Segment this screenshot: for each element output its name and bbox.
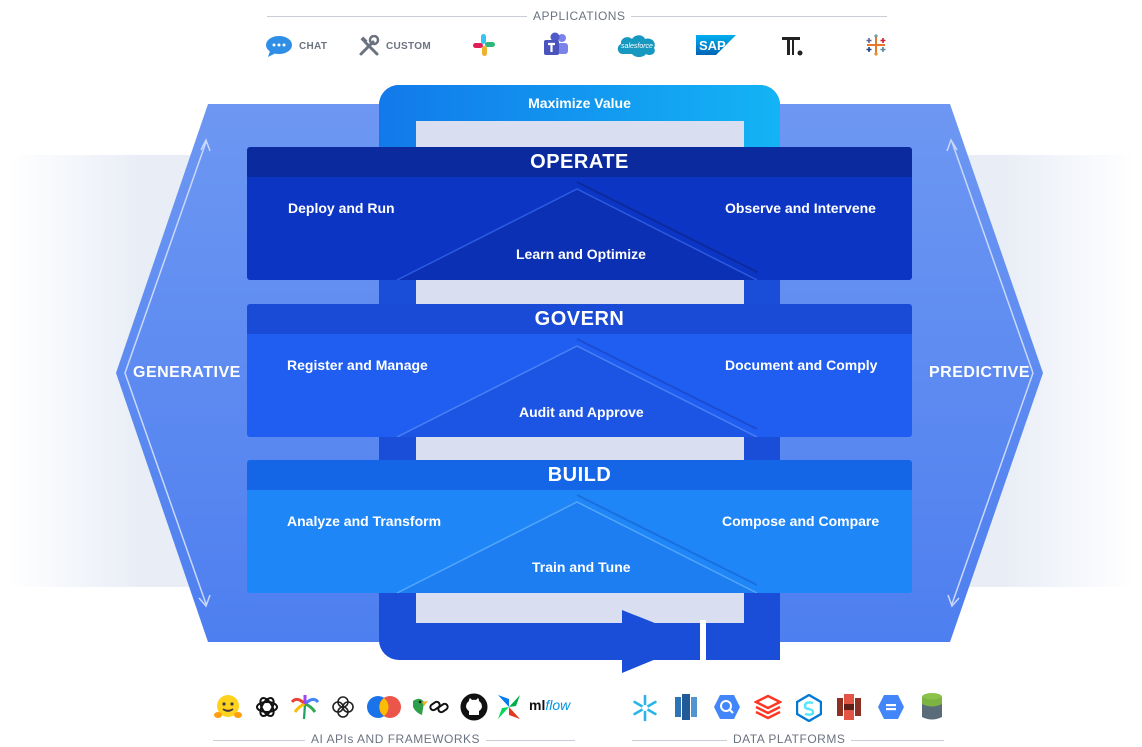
layer-operate-header: OPERATE (247, 147, 912, 177)
layer-operate-body: Deploy and Run Observe and Intervene Lea… (247, 177, 912, 280)
app-chat-label: CHAT (299, 40, 328, 52)
operate-item-observe-intervene: Observe and Intervene (725, 200, 876, 216)
database-icon (922, 693, 942, 720)
applications-label: APPLICATIONS (527, 9, 632, 23)
tableau-icon (866, 34, 886, 56)
app-teams[interactable] (542, 32, 570, 58)
app-salesforce[interactable]: salesforce (615, 32, 659, 58)
airflow-icon (498, 695, 520, 719)
govern-item-audit-approve: Audit and Approve (519, 404, 644, 420)
layer-govern-body: Register and Manage Document and Comply … (247, 334, 912, 437)
anthropic-icon (332, 696, 354, 718)
layer-govern-triangle (396, 338, 758, 437)
redshift-icon (675, 694, 697, 720)
govern-item-document-comply: Document and Comply (725, 357, 878, 373)
databricks-icon (754, 694, 782, 720)
build-item-train-tune: Train and Tune (532, 559, 631, 575)
svg-text:SAP: SAP (699, 38, 726, 53)
sql-icon (878, 695, 904, 719)
app-slack[interactable] (472, 33, 496, 57)
layer-build-body: Analyze and Transform Compose and Compar… (247, 490, 912, 593)
app-t-dot[interactable] (781, 34, 805, 58)
mlflow-text-ml: ml (529, 697, 546, 713)
chat-bubble-icon (266, 36, 292, 57)
app-tableau[interactable] (864, 33, 888, 57)
layer-govern-header: GOVERN (247, 304, 912, 334)
layer-build-header: BUILD (247, 460, 912, 490)
svg-text:salesforce: salesforce (621, 43, 653, 50)
slack-icon (473, 34, 495, 56)
tools-icon (359, 35, 380, 56)
sap-icon: SAP (696, 35, 736, 55)
parrot-chain-icon (413, 698, 449, 715)
mlflow-icon: mlflow (529, 697, 570, 713)
data-platforms-label: DATA PLATFORMS (727, 732, 852, 746)
build-item-compose-compare: Compose and Compare (722, 513, 880, 529)
github-icon (460, 693, 488, 721)
left-double-arrow (124, 138, 211, 608)
app-sap[interactable]: SAP (696, 35, 736, 55)
side-label-generative: GENERATIVE (133, 364, 241, 381)
salesforce-icon: salesforce (617, 35, 655, 57)
right-double-arrow (946, 138, 1034, 608)
teams-icon (544, 32, 568, 55)
cycle-arrow-bottom (416, 610, 700, 673)
layer-build-triangle (396, 494, 758, 593)
cycle-top-label: Maximize Value (528, 95, 631, 111)
govern-item-register-manage: Register and Manage (287, 357, 428, 373)
palm-icon (291, 695, 319, 720)
layer-operate-triangle (396, 181, 758, 280)
app-chat[interactable]: CHAT (265, 35, 327, 57)
build-item-analyze-transform: Analyze and Transform (287, 513, 442, 529)
operate-item-learn-optimize: Learn and Optimize (516, 246, 646, 262)
frameworks-label: AI APIs AND FRAMEWORKS (305, 732, 487, 746)
synapse-icon (796, 694, 822, 722)
openai-icon (256, 696, 278, 718)
t-dot-icon (782, 37, 803, 56)
s3-icon (837, 694, 861, 720)
side-label-predictive: PREDICTIVE (929, 364, 1031, 381)
app-custom[interactable]: CUSTOM (358, 35, 431, 57)
snowflake-icon (633, 694, 657, 722)
gemini-icon (367, 696, 401, 718)
bigquery-icon (714, 695, 740, 719)
operate-item-deploy-run: Deploy and Run (288, 200, 395, 216)
hugging-face-icon (214, 695, 242, 718)
app-custom-label: CUSTOM (386, 40, 431, 52)
mlflow-text-flow: flow (545, 697, 571, 713)
